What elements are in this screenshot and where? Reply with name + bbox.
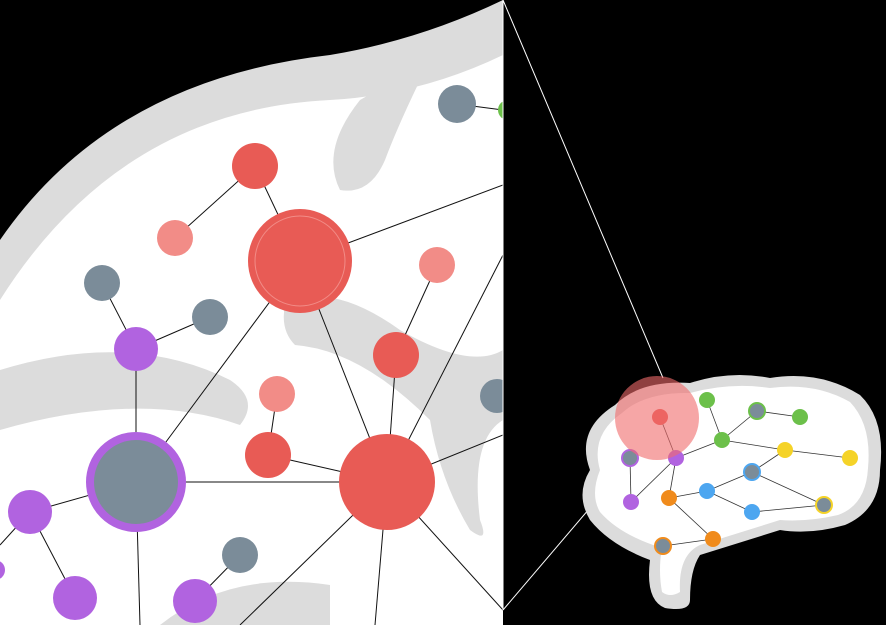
node-yellow [777, 442, 793, 458]
node-blue [744, 504, 760, 520]
node-green [714, 432, 730, 448]
node-yellow [842, 450, 858, 466]
brain-fold-right [283, 296, 503, 536]
node-green [699, 392, 715, 408]
node-light-red [419, 247, 455, 283]
node-purple [0, 561, 5, 579]
node-gray [192, 299, 228, 335]
node-orange [661, 490, 677, 506]
node-purple [8, 490, 52, 534]
node-gray [480, 379, 503, 413]
node-red-hub [248, 209, 352, 313]
node-red-hub-ring [254, 215, 346, 307]
brain-fold-left [0, 352, 248, 430]
node-gray-hub [86, 432, 186, 532]
node-gray [84, 265, 120, 301]
node-gray [654, 537, 672, 555]
node-gray [438, 85, 476, 123]
node-red [232, 143, 278, 189]
node-purple [53, 576, 97, 620]
zoom-connector-top [502, 0, 664, 379]
node-gray [222, 537, 258, 573]
zoom-highlight [615, 376, 699, 460]
full-brain-overview [582, 374, 882, 609]
node-purple [173, 579, 217, 623]
zoomed-brain-panel [0, 0, 664, 625]
node-green [792, 409, 808, 425]
node-orange [705, 531, 721, 547]
node-red [373, 332, 419, 378]
node-red-hub [339, 434, 435, 530]
node-light-red [157, 220, 193, 256]
brain-fold-top [333, 60, 430, 191]
node-gray [743, 463, 761, 481]
node-gray [815, 496, 833, 514]
node-purple [114, 327, 158, 371]
node-blue [699, 483, 715, 499]
node-light-red [259, 376, 295, 412]
node-red [245, 432, 291, 478]
node-purple [623, 494, 639, 510]
node-gray [748, 402, 766, 420]
node-green [498, 101, 503, 119]
network-nodes [0, 85, 503, 623]
